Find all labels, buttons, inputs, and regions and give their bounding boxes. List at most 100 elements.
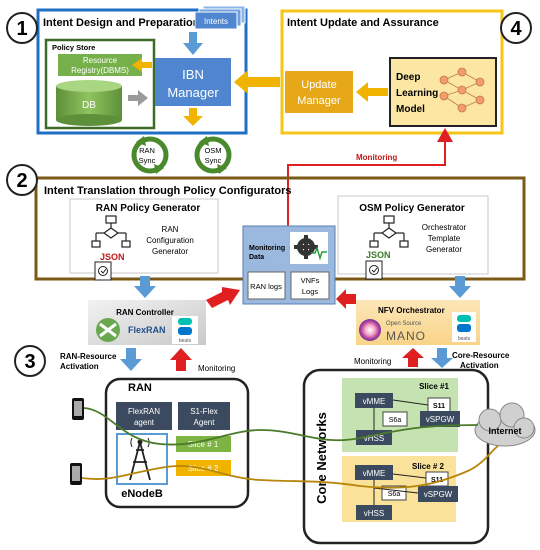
arrow-intents-to-ibn: [183, 32, 203, 55]
ran-activation-line2: Activation: [60, 362, 99, 371]
flexran-agent-line2: agent: [134, 418, 155, 427]
ran-controller-title: RAN Controller: [116, 308, 174, 317]
osm-sync-icon: [194, 136, 232, 174]
vnfs-logs-box: [290, 271, 330, 300]
open-source-label: Open Source: [386, 321, 422, 327]
s1-vhss-label: vHSS: [364, 434, 384, 443]
assurance-panel: [280, 9, 504, 135]
intents-stack: [194, 5, 246, 30]
flexran-label: FlexRAN: [128, 325, 166, 335]
phone-1-icon: [72, 398, 84, 420]
arrow-dl-to-update: [356, 82, 388, 102]
ran-sync-line1: RAN: [139, 146, 155, 155]
mano-logo-icon: [359, 319, 381, 341]
vnfs-logs-line1: VNFs: [301, 276, 320, 285]
ran-title: RAN: [128, 382, 152, 394]
beats-logo-icon: [178, 318, 192, 335]
ran-logs-box: [247, 271, 286, 300]
ran-logs-label: RAN logs: [250, 282, 282, 291]
core-activation-line2: Activation: [460, 361, 499, 370]
osm-flowchart-icon: [369, 215, 409, 248]
ran-json-doc-icon: [94, 261, 112, 281]
nfv-beats-label: beats: [458, 336, 471, 342]
ran-policy-desc1: RAN: [162, 225, 179, 234]
monitoring-data-line2: Data: [249, 254, 264, 261]
slice1-data-path: [83, 407, 479, 446]
step-4-number: 4: [510, 18, 522, 40]
flexran-logo-icon: [96, 318, 120, 342]
step-3-badge: [14, 345, 46, 377]
ran-policy-desc2: Configuration: [146, 236, 194, 245]
update-manager: [285, 71, 353, 113]
flexran-agent-line1: FlexRAN: [128, 407, 160, 416]
policy-store-title: Policy Store: [52, 43, 95, 52]
s2-vmme-label: vMME: [363, 469, 386, 478]
s2-s6a-label: S6a: [388, 491, 401, 498]
dl-model-line1: Deep: [396, 72, 420, 83]
internet-label: Internet: [488, 426, 521, 436]
step-4-badge: [500, 12, 532, 44]
core-slice1-label: Slice #1: [419, 382, 449, 391]
arrow-ibn-down: [183, 108, 203, 126]
osm-policy-desc1: Orchestrator: [422, 223, 467, 232]
s1-vspgw-label: vSPGW: [426, 415, 455, 424]
ran-monitoring-label: Monitoring: [198, 364, 235, 373]
s2-vspgw-label: vSPGW: [424, 490, 453, 499]
s1-s6a-label: S6a: [389, 417, 402, 424]
neural-network-icon: [439, 67, 485, 113]
gear-icon: [294, 235, 327, 261]
ran-activation-line1: RAN-Resource: [60, 352, 117, 361]
osm-json-label: JSON: [366, 250, 391, 260]
update-manager-line1: Update: [301, 79, 336, 91]
ran-json-label: JSON: [100, 252, 125, 262]
osm-sync-line2: Sync: [205, 156, 222, 165]
step-2-number: 2: [16, 170, 27, 192]
step-1-badge: [6, 12, 38, 44]
step-2-badge: [6, 164, 38, 196]
core-monitoring-label: Monitoring: [354, 357, 391, 366]
s1-vmme-box: [355, 393, 393, 408]
arrow-osm-generator-down: [449, 276, 471, 298]
design-title: Intent Design and Preparation: [43, 17, 200, 29]
s1-flex-agent-box: [178, 402, 230, 430]
intents-label: Intents: [204, 17, 228, 26]
arrow-ran-generator-down: [134, 276, 156, 298]
core-networks-title: Core Networks: [314, 412, 329, 504]
s1-flex-agent-line1: S1-Flex: [190, 407, 218, 416]
internet-cloud-icon: [474, 402, 536, 447]
s2-vmme-box: [355, 465, 393, 480]
core-activation-line1: Core-Resource: [452, 351, 510, 360]
dl-model-line2: Learning: [396, 88, 438, 99]
arrow-ibn-to-store: [132, 58, 152, 72]
dl-model-line3: Model: [396, 104, 425, 115]
slice2-links: [373, 473, 427, 505]
resource-registry-line1: Resource: [83, 56, 118, 65]
osm-policy-title: OSM Policy Generator: [359, 203, 465, 214]
osm-policy-desc2: Template: [428, 234, 461, 243]
arrow-core-monitoring-up: [402, 348, 424, 367]
ibn-manager: [155, 58, 231, 106]
assurance-title: Intent Update and Assurance: [287, 17, 439, 29]
s1-vmme-label: vMME: [363, 397, 386, 406]
nfv-beats-logo-icon: [457, 315, 471, 332]
ran-slice1-box: [176, 436, 231, 452]
s1-flex-agent-line2: Agent: [194, 418, 216, 427]
arrow-core-activation: [431, 348, 453, 368]
resource-registry: [58, 54, 142, 76]
vnfs-logs-line2: Logs: [302, 287, 319, 296]
s1-s6a-box: [382, 411, 408, 427]
arrow-ran-to-monitoring: [206, 287, 240, 308]
arrow-ran-activation: [120, 348, 142, 371]
enodeb-label: eNodeB: [121, 488, 163, 500]
step-3-number: 3: [24, 351, 35, 373]
step-1-number: 1: [16, 18, 27, 40]
s1-vspgw-box: [420, 411, 460, 427]
ran-policy-desc3: Generator: [152, 247, 188, 256]
s2-vhss-label: vHSS: [364, 509, 384, 518]
ran-flowchart-icon: [91, 215, 131, 248]
ibn-manager-line1: IBN: [182, 67, 204, 82]
arrow-ran-monitoring-up: [170, 348, 192, 371]
monitoring-data-line1: Monitoring: [249, 245, 285, 252]
arrow-store-to-ibn: [128, 90, 148, 106]
